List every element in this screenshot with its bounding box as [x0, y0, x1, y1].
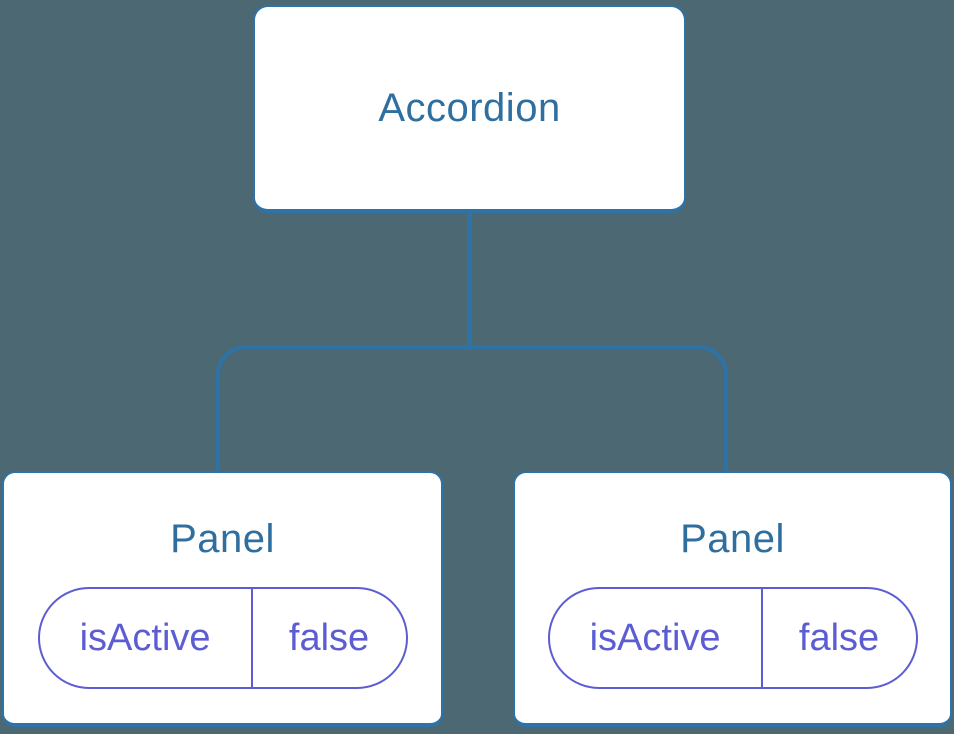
- panel-node-label: Panel: [170, 517, 275, 561]
- state-value-label: false: [288, 616, 370, 659]
- state-badge: isActive false: [37, 587, 408, 689]
- connector-bracket: [216, 345, 728, 471]
- accordion-node-label: Accordion: [378, 85, 561, 130]
- state-value-label: false: [798, 616, 880, 659]
- state-key-label: isActive: [40, 589, 253, 687]
- panel-node-label: Panel: [680, 517, 785, 561]
- tree-node-accordion: Accordion: [253, 5, 686, 213]
- connector-stem: [467, 209, 472, 349]
- state-badge: isActive false: [547, 587, 918, 689]
- state-key-label: isActive: [550, 589, 763, 687]
- tree-node-panel-left: Panel isActive false: [2, 471, 443, 727]
- tree-node-panel-right: Panel isActive false: [513, 471, 952, 727]
